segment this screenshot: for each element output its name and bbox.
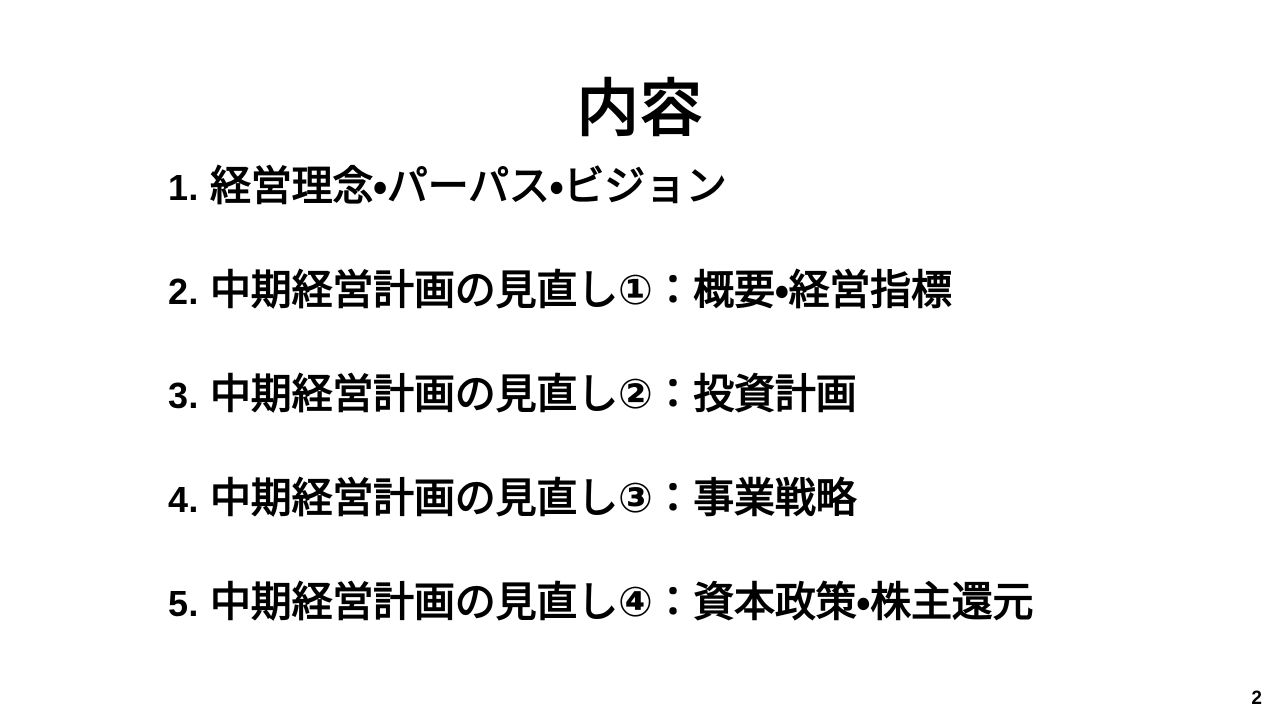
list-item-label: 経営理念・パーパス・ビジョン xyxy=(210,163,727,209)
list-item[interactable]: 4. 中期経営計画の見直し③：事業戦略 xyxy=(168,475,1228,579)
list-item-number: 5. xyxy=(168,583,199,624)
list-item-number: 4. xyxy=(168,479,199,520)
page-number: 2 xyxy=(1251,688,1262,709)
list-item-label: 中期経営計画の見直し④：資本政策・株主還元 xyxy=(210,579,1034,625)
list-item-number: 3. xyxy=(168,375,199,416)
list-item-label: 中期経営計画の見直し③：事業戦略 xyxy=(210,475,857,521)
page-title: 内容 xyxy=(576,74,704,144)
agenda-list: 1. 経営理念・パーパス・ビジョン 2. 中期経営計画の見直し①：概要・経営指標… xyxy=(168,163,1228,683)
list-item[interactable]: 3. 中期経営計画の見直し②：投資計画 xyxy=(168,371,1228,475)
list-item[interactable]: 2. 中期経営計画の見直し①：概要・経営指標 xyxy=(168,267,1228,371)
list-item-number: 1. xyxy=(168,167,199,208)
list-item[interactable]: 5. 中期経営計画の見直し④：資本政策・株主還元 xyxy=(168,579,1228,683)
list-item-number: 2. xyxy=(168,271,199,312)
list-item-label: 中期経営計画の見直し①：概要・経営指標 xyxy=(210,267,952,313)
list-item-label: 中期経営計画の見直し②：投資計画 xyxy=(210,371,857,417)
list-item[interactable]: 1. 経営理念・パーパス・ビジョン xyxy=(168,163,1228,267)
